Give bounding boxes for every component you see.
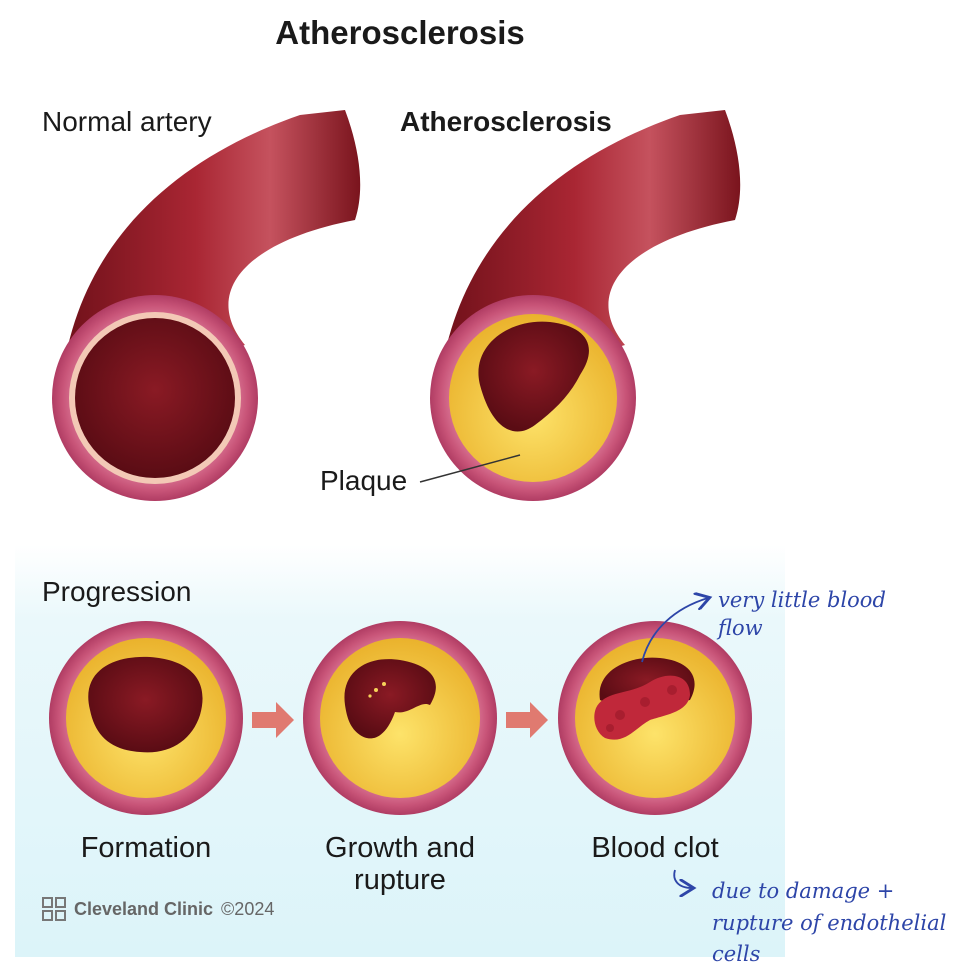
cleveland-clinic-icon [42, 897, 66, 921]
blood-clot-drawing [558, 621, 752, 815]
annotation-endothelial-damage: due to damage + rupture of endothelial c… [712, 879, 947, 966]
copyright-text: ©2024 [221, 898, 275, 919]
annotation-blood-flow: very little blood flow [718, 588, 886, 641]
plaque-label: Plaque [320, 465, 408, 496]
atherosclerosis-label: Atherosclerosis [400, 106, 612, 137]
normal-artery-label: Normal artery [42, 106, 212, 137]
annotation-arrow-damage [673, 869, 692, 888]
brand-name: Cleveland Clinic [74, 898, 214, 919]
annotation-arrow-flow [641, 598, 708, 663]
stage-label-formation: Formation [80, 832, 212, 864]
arrow-icon [506, 702, 548, 738]
normal-artery-drawing [52, 110, 361, 501]
progression-heading: Progression [42, 576, 192, 607]
plaque-pointer-line [419, 454, 521, 483]
stage-label-blood-clot: Blood clot [591, 832, 719, 864]
arrow-icon [252, 702, 294, 738]
formation-drawing [49, 621, 243, 815]
cleveland-clinic-logo: Cleveland Clinic ©2024 [42, 897, 274, 921]
atherosclerosis-drawing [430, 110, 741, 501]
stage-label-growth-rupture: Growth and rupture [325, 832, 475, 897]
growth-rupture-drawing [303, 621, 497, 815]
diagram-title: Atherosclerosis [275, 14, 525, 51]
